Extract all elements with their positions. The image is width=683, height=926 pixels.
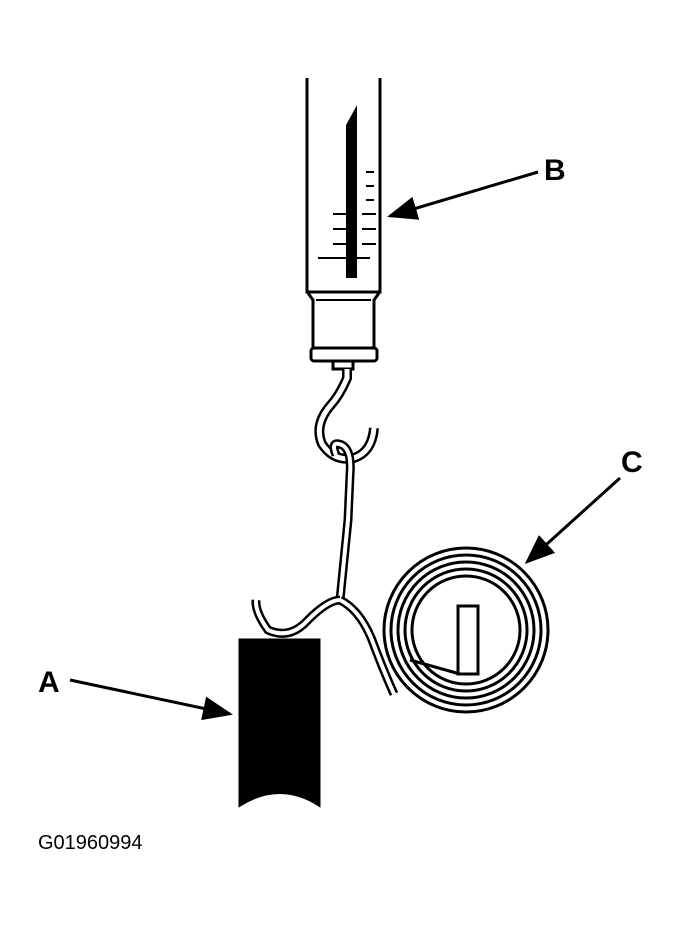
spring	[251, 439, 399, 696]
figure-id: G01960994	[38, 832, 143, 854]
scale-indicator	[346, 105, 357, 278]
spring-scale	[305, 78, 382, 464]
spring-coil	[382, 546, 550, 714]
callout-arrows	[69, 170, 622, 721]
coil-center-post	[456, 604, 480, 676]
scale-graduations	[318, 171, 376, 259]
arm-a	[238, 638, 321, 808]
arrow-b	[387, 170, 539, 220]
arrow-a	[69, 678, 233, 721]
arrow-c	[524, 476, 622, 565]
scale-collar	[306, 292, 381, 350]
label-a: A	[38, 666, 60, 699]
scale-barrel	[305, 78, 382, 294]
label-b: B	[544, 154, 566, 187]
label-c: C	[621, 446, 643, 479]
scale-end-plate	[309, 346, 379, 363]
